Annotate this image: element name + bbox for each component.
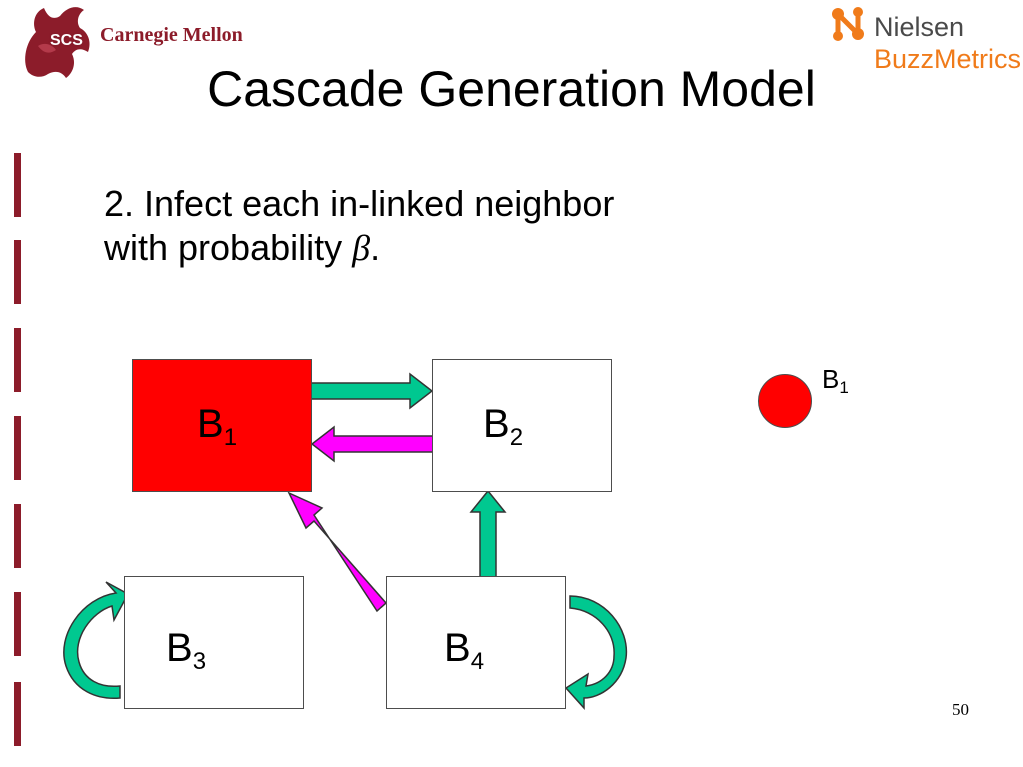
- step-line-2-text: with probability: [104, 227, 353, 268]
- cmu-logo: SCS Carnegie Mellon: [18, 2, 268, 82]
- griffin-crest-icon: [25, 7, 90, 78]
- decorative-bar: [14, 240, 21, 304]
- step-line-2-end: .: [370, 227, 381, 268]
- decorative-bar: [14, 416, 21, 480]
- legend-infected-dot: [758, 374, 812, 428]
- cmu-wordmark: Carnegie Mellon: [100, 24, 243, 46]
- nielsen-buzzmetrics-logo: Nielsen BuzzMetrics: [830, 6, 1023, 76]
- arrow-b4-to-b2: [469, 489, 507, 578]
- step-line-2: with probability β.: [104, 226, 614, 270]
- arrow-b4-to-b1: [287, 491, 388, 613]
- slide-title: Cascade Generation Model: [207, 61, 816, 117]
- decorative-bar: [14, 504, 21, 568]
- node-b2: [432, 359, 612, 492]
- node-b1: [132, 359, 312, 492]
- node-b1-label: B1: [197, 402, 237, 452]
- nielsen-mark-icon: [832, 7, 864, 41]
- node-b4-name: B: [444, 626, 471, 670]
- decorative-bar: [14, 592, 21, 656]
- node-b1-sub: 1: [223, 424, 238, 451]
- decorative-bar: [14, 153, 21, 217]
- beta-symbol: β: [352, 228, 371, 268]
- node-b2-label: B2: [483, 402, 523, 452]
- node-b2-name: B: [483, 402, 510, 446]
- buzzmetrics-text: BuzzMetrics: [874, 44, 1022, 74]
- node-b3-sub: 3: [192, 648, 207, 675]
- node-b2-sub: 2: [509, 424, 524, 451]
- arrow-b1-to-b2: [310, 372, 434, 410]
- node-b3-label: B3: [166, 626, 206, 676]
- node-b1-name: B: [197, 402, 224, 446]
- node-b3: [124, 576, 304, 709]
- node-b3-name: B: [166, 626, 193, 670]
- scs-text: SCS: [50, 32, 83, 49]
- self-loop-b3: [63, 581, 130, 699]
- node-b4: [386, 576, 566, 709]
- node-b4-sub: 4: [470, 648, 485, 675]
- decorative-bar: [14, 328, 21, 392]
- page-number: 50: [952, 700, 969, 719]
- decorative-bar: [14, 682, 21, 746]
- nielsen-text: Nielsen: [874, 12, 965, 42]
- step-line-1: 2. Infect each in-linked neighbor: [104, 183, 615, 224]
- self-loop-b4: [564, 595, 628, 710]
- arrow-b2-to-b1: [310, 425, 434, 463]
- legend-sub: 1: [839, 378, 849, 397]
- node-b4-label: B4: [444, 626, 484, 676]
- legend-label: B1: [822, 364, 849, 398]
- step-text: 2. Infect each in-linked neighbor with p…: [104, 182, 614, 270]
- legend-name: B: [822, 364, 840, 394]
